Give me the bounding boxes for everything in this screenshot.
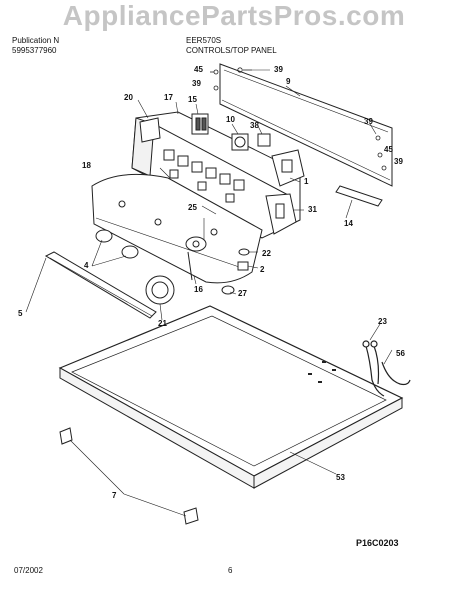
part-ring-21 — [145, 275, 175, 305]
part-socket-2 — [237, 261, 249, 271]
part-ring-16 — [187, 251, 193, 281]
callout-25: 25 — [188, 203, 197, 212]
callout-14: 14 — [344, 219, 353, 228]
callout-4: 4 — [84, 261, 89, 270]
part-harness — [362, 340, 411, 397]
callout-27: 27 — [238, 289, 247, 298]
part-buzzer-38 — [257, 133, 271, 147]
callout-7: 7 — [112, 491, 117, 500]
part-hinges — [59, 427, 199, 525]
callout-39: 39 — [394, 157, 403, 166]
model-number: EER570S — [186, 36, 222, 45]
part-bracket-20 — [139, 117, 161, 143]
callout-22: 22 — [262, 249, 271, 258]
part-top-panel — [58, 305, 404, 489]
diagram-code: P16C0203 — [356, 538, 399, 548]
callout-15: 15 — [188, 95, 197, 104]
callout-39: 39 — [192, 79, 201, 88]
callout-labels: 45 39 39 9 20 17 15 10 38 39 45 39 18 1 … — [18, 65, 405, 500]
part-console-panel — [219, 63, 393, 187]
callout-45: 45 — [384, 145, 393, 154]
callout-23: 23 — [378, 317, 387, 326]
part-clip-14 — [335, 185, 383, 207]
callout-2: 2 — [260, 265, 265, 274]
callout-10: 10 — [226, 115, 235, 124]
callout-53: 53 — [336, 473, 345, 482]
footer-date: 07/2002 — [14, 566, 43, 575]
part-timer-10 — [231, 133, 249, 151]
part-trim-5 — [44, 251, 157, 319]
callout-16: 16 — [194, 285, 203, 294]
leader-lines — [25, 69, 393, 517]
callout-39: 39 — [274, 65, 283, 74]
part-module-1 — [271, 149, 305, 187]
publication-number: 5995377960 — [12, 46, 57, 55]
callout-38: 38 — [250, 121, 259, 130]
callout-20: 20 — [124, 93, 133, 102]
callout-18: 18 — [82, 161, 91, 170]
watermark: AppliancePartsPros.com — [62, 0, 406, 31]
callout-9: 9 — [286, 77, 291, 86]
part-lamp-22 — [238, 248, 250, 256]
callout-56: 56 — [396, 349, 405, 358]
part-relay-15 — [191, 113, 209, 135]
callout-21: 21 — [158, 319, 167, 328]
callout-31: 31 — [308, 205, 317, 214]
callout-5: 5 — [18, 309, 23, 318]
part-side-bracket-31 — [265, 193, 297, 235]
publication-label: Publication N — [12, 36, 60, 45]
callout-1: 1 — [304, 177, 309, 186]
callout-17: 17 — [164, 93, 173, 102]
part-control-panel — [91, 173, 263, 284]
part-clip-27 — [221, 285, 235, 295]
part-screws-top — [210, 67, 387, 171]
page-number: 6 — [228, 566, 233, 575]
callout-39: 39 — [364, 117, 373, 126]
part-knobs — [95, 229, 207, 259]
section-title: CONTROLS/TOP PANEL — [186, 46, 277, 55]
callout-45: 45 — [194, 65, 203, 74]
